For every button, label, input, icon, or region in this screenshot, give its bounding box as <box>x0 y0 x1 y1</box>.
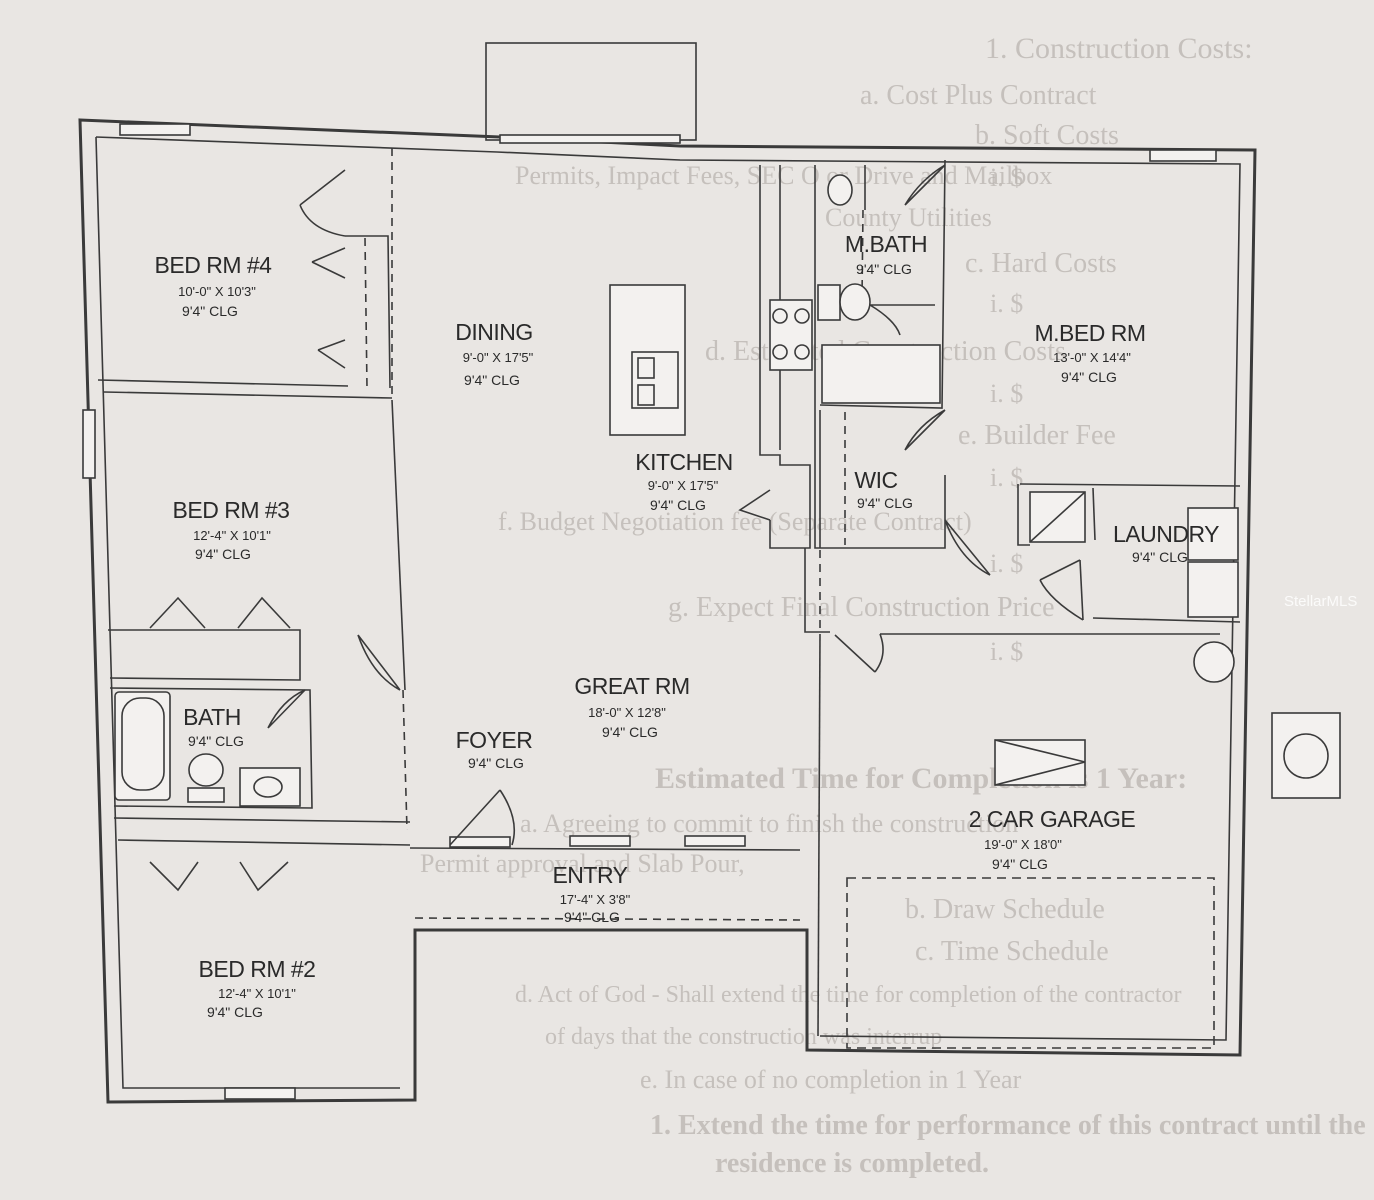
foyer-name: FOYER <box>456 727 533 753</box>
bed4-name: BED RM #4 <box>155 252 273 278</box>
kitchen-clg: 9'4" CLG <box>650 497 706 513</box>
bed4-clg: 9'4" CLG <box>182 303 238 319</box>
dining-name: DINING <box>455 319 533 345</box>
bleed-line-25: 1. Extend the time for performance of th… <box>650 1110 1366 1141</box>
windows <box>82 123 1217 1100</box>
garage-clg: 9'4" CLG <box>992 856 1048 872</box>
mbed-clg: 9'4" CLG <box>1061 369 1117 385</box>
bed3-clg: 9'4" CLG <box>195 546 251 562</box>
bleed-line-8: i. $ <box>990 289 1023 318</box>
bleed-line-16: i. $ <box>990 637 1023 666</box>
room-labels: BED RM #4 10'-0" X 10'3" 9'4" CLG DINING… <box>155 231 1220 1020</box>
bleed-line-11: e. Builder Fee <box>958 420 1116 451</box>
bleed-line-3: b. Soft Costs <box>975 120 1119 151</box>
wic-name: WIC <box>854 467 897 493</box>
bleed-line-14: i. $ <box>990 549 1023 578</box>
mbath-toilet <box>839 283 871 321</box>
bath-name: BATH <box>183 704 241 730</box>
cooktop-burner <box>772 308 788 324</box>
bleed-line-5: i. $ <box>990 163 1023 192</box>
background-bleed-through-text: 1. Construction Costs: a. Cost Plus Cont… <box>420 32 1366 1179</box>
garage-dims: 19'-0" X 18'0" <box>984 837 1062 852</box>
bath-clg: 9'4" CLG <box>188 733 244 749</box>
bed3-name: BED RM #3 <box>173 497 290 523</box>
bleed-line-6: County Utilities <box>825 203 992 232</box>
bleed-line-21: c. Time Schedule <box>915 936 1109 967</box>
bed3-dims: 12'-4" X 10'1" <box>193 528 271 543</box>
doors <box>149 164 1084 892</box>
bleed-line-1: 1. Construction Costs: <box>985 32 1253 65</box>
dining-dims: 9'-0" X 17'5" <box>463 350 534 365</box>
dining-clg: 9'4" CLG <box>464 372 520 388</box>
kitchen-dims: 9'-0" X 17'5" <box>648 478 719 493</box>
mbed-name: M.BED RM <box>1035 320 1146 346</box>
bleed-line-24: e. In case of no completion in 1 Year <box>640 1065 1022 1094</box>
bleed-line-17: Estimated Time for Completion is 1 Year: <box>655 762 1187 795</box>
bleed-line-15: g. Expect Final Construction Price <box>668 592 1055 623</box>
entry-name: ENTRY <box>552 862 627 888</box>
rear-bump-out <box>485 42 697 141</box>
bleed-line-2: a. Cost Plus Contract <box>860 80 1097 111</box>
interior-walls <box>97 148 1241 1037</box>
wic-clg: 9'4" CLG <box>857 495 913 511</box>
attic-access <box>994 739 1086 786</box>
mbath-name: M.BATH <box>845 231 927 257</box>
great-clg: 9'4" CLG <box>602 724 658 740</box>
bleed-line-10: i. $ <box>990 379 1023 408</box>
bed2-name: BED RM #2 <box>199 956 316 982</box>
bleed-line-26: residence is completed. <box>715 1148 989 1179</box>
bleed-line-18: a. Agreeing to commit to finish the cons… <box>520 809 1018 838</box>
bleed-line-20: b. Draw Schedule <box>905 894 1105 925</box>
bed2-dims: 12'-4" X 10'1" <box>218 986 296 1001</box>
bed2-clg: 9'4" CLG <box>207 1004 263 1020</box>
entry-clg: 9'4" CLG <box>564 909 620 925</box>
bed4-dims: 10'-0" X 10'3" <box>178 284 256 299</box>
great-dims: 18'-0" X 12'8" <box>588 705 666 720</box>
mbath-sink <box>827 174 853 206</box>
garage-name: 2 CAR GARAGE <box>969 806 1136 832</box>
kitchen-name: KITCHEN <box>635 449 732 475</box>
dryer <box>1187 561 1239 618</box>
foyer-clg: 9'4" CLG <box>468 755 524 771</box>
mbath-shower <box>821 344 941 404</box>
bath-toilet <box>188 753 224 787</box>
entry-dims: 17'-4" X 3'8" <box>560 892 631 907</box>
bleed-line-19: Permit approval and Slab Pour, <box>420 849 745 878</box>
bleed-line-13: f. Budget Negotiation fee (Separate Cont… <box>498 507 972 536</box>
stellarmls-watermark: StellarMLS <box>1284 593 1357 610</box>
laundry-name: LAUNDRY <box>1113 521 1219 547</box>
mbath-clg: 9'4" CLG <box>856 261 912 277</box>
garage-tank <box>1193 641 1235 683</box>
laundry-clg: 9'4" CLG <box>1132 549 1188 565</box>
mbed-dims: 13'-0" X 14'4" <box>1053 350 1131 365</box>
bleed-line-7: c. Hard Costs <box>965 248 1117 279</box>
bleed-line-22: d. Act of God - Shall extend the time fo… <box>515 982 1181 1008</box>
great-name: GREAT RM <box>574 673 689 699</box>
fixtures <box>114 174 1341 1049</box>
garage-door <box>846 877 1215 1049</box>
bleed-line-4: Permits, Impact Fees, SEC O or Drive and… <box>515 161 1052 190</box>
washer <box>1187 507 1239 561</box>
